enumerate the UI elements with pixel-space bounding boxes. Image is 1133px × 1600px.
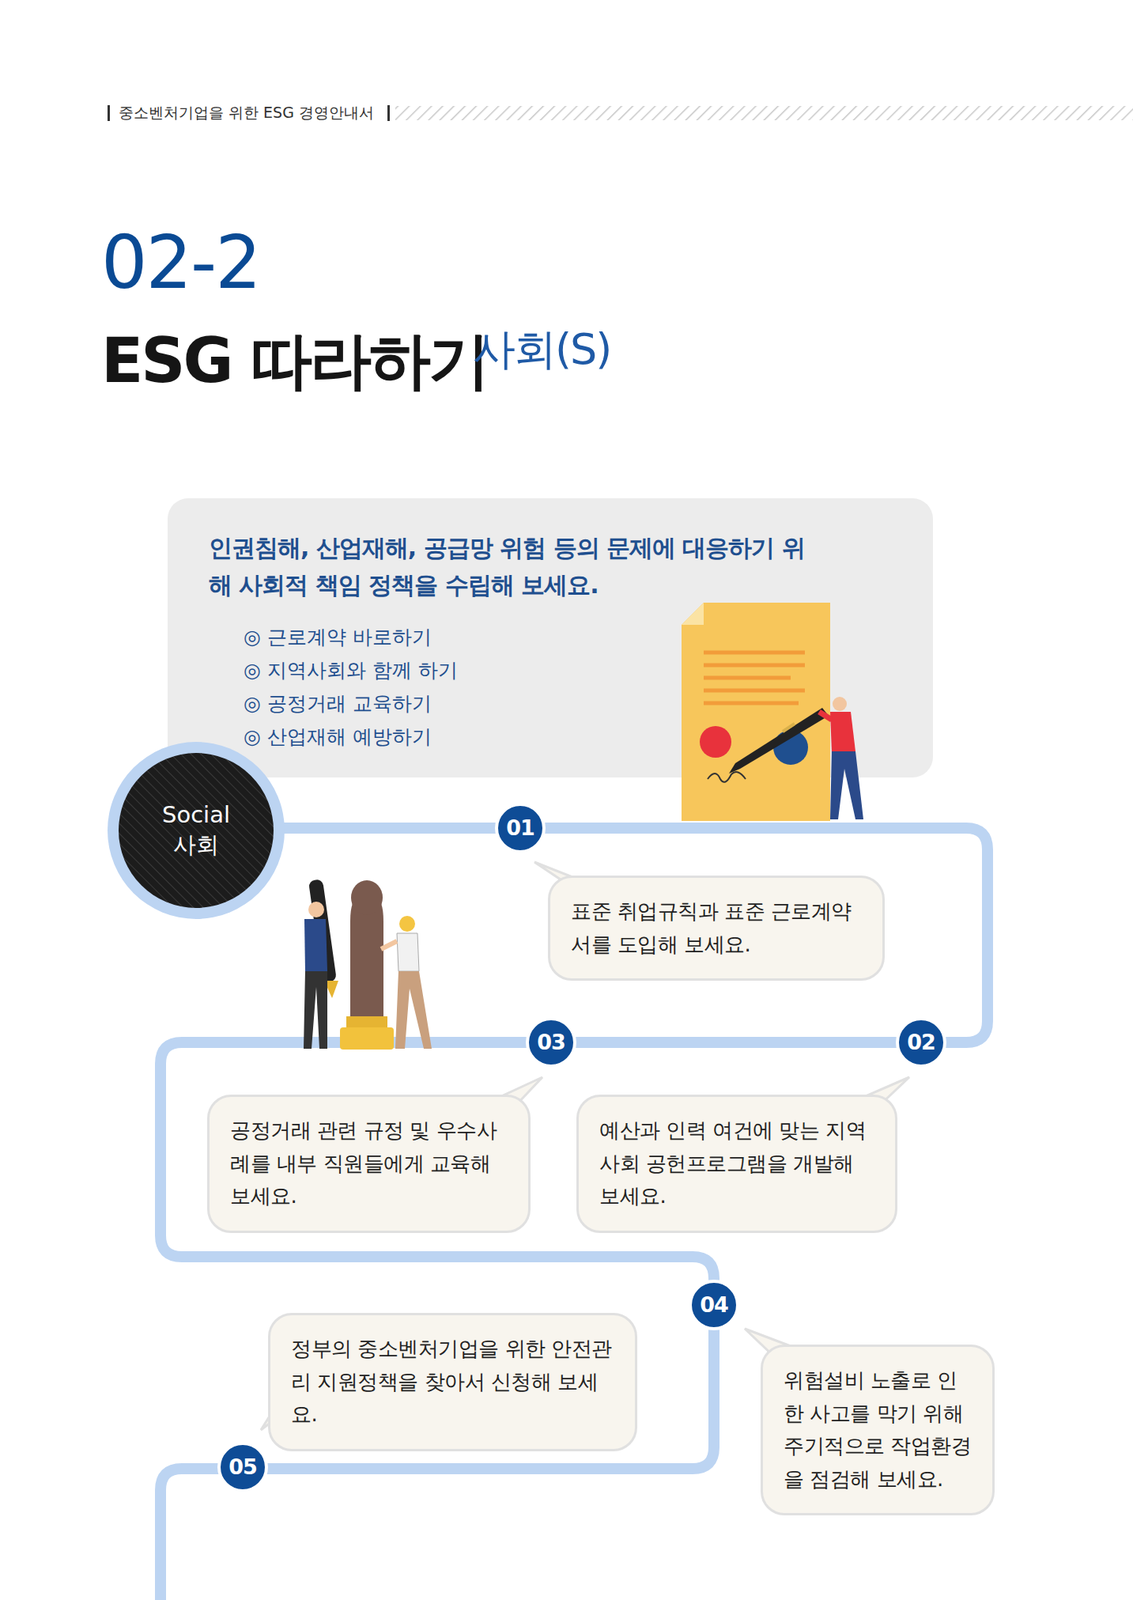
callout-number: 05 (217, 1441, 269, 1492)
panel-item: ◎ 공정거래 교육하기 (243, 687, 902, 721)
callout-number: 03 (525, 1016, 577, 1068)
circle-core (118, 752, 274, 908)
header-bar (107, 105, 110, 121)
section-number: 02-2 (101, 219, 261, 307)
panel-heading: 인권침해, 산업재해, 공급망 위험 등의 문제에 대응하기 위해 사회적 책임… (208, 529, 810, 604)
callout-number: 01 (494, 802, 546, 854)
circle-label: 사회 (173, 830, 220, 861)
bubble-text: 정부의 중소벤처기업을 위한 안전관리 지원정책을 찾아서 신청해 보세요. (290, 1332, 615, 1432)
bubble-text: 예산과 인력 여건에 맞는 지역사회 공헌프로그램을 개발해 보세요. (599, 1114, 875, 1213)
bubble-text: 위험설비 노출로 인한 사고를 막기 위해 주기적으로 작업환경을 점검해 보세… (783, 1363, 972, 1496)
seal-illustration (303, 878, 432, 1050)
callout-number: 02 (895, 1016, 947, 1068)
contract-illustration (681, 602, 864, 821)
step-bubble: 위험설비 노출로 인한 사고를 막기 위해 주기적으로 작업환경을 점검해 보세… (760, 1344, 995, 1515)
panel-item: ◎ 지역사회와 함께 하기 (243, 653, 902, 688)
bubble-text: 공정거래 관련 규정 및 우수사례를 내부 직원들에게 교육해 보세요. (230, 1114, 508, 1213)
social-circle: Social사회 (118, 752, 274, 908)
section-subtitle: 사회(S) (472, 324, 611, 376)
page-title: ESG 따라하기 (101, 320, 488, 404)
step-bubble: 정부의 중소벤처기업을 위한 안전관리 지원정책을 찾아서 신청해 보세요. (268, 1312, 638, 1451)
header-bar (387, 105, 390, 121)
step-bubble: 예산과 인력 여건에 맞는 지역사회 공헌프로그램을 개발해 보세요. (576, 1094, 898, 1233)
intro-panel: 인권침해, 산업재해, 공급망 위험 등의 문제에 대응하기 위해 사회적 책임… (167, 498, 933, 778)
header-hatch (395, 105, 1133, 121)
panel-item: ◎ 근로계약 바로하기 (243, 620, 902, 654)
step-bubble: 표준 취업규칙과 표준 근로계약서를 도입해 보세요. (547, 875, 885, 981)
circle-ring (107, 741, 285, 919)
circle-label: Social (162, 800, 231, 831)
header-text: 중소벤처기업을 위한 ESG 경영안내서 (118, 103, 374, 122)
step-bubble: 공정거래 관련 규정 및 우수사례를 내부 직원들에게 교육해 보세요. (207, 1094, 531, 1233)
callout-number: 04 (688, 1279, 740, 1330)
bubble-text: 표준 취업규칙과 표준 근로계약서를 도입해 보세요. (570, 895, 862, 961)
road-path (160, 827, 988, 1600)
panel-item: ◎ 산업재해 예방하기 (243, 720, 902, 754)
